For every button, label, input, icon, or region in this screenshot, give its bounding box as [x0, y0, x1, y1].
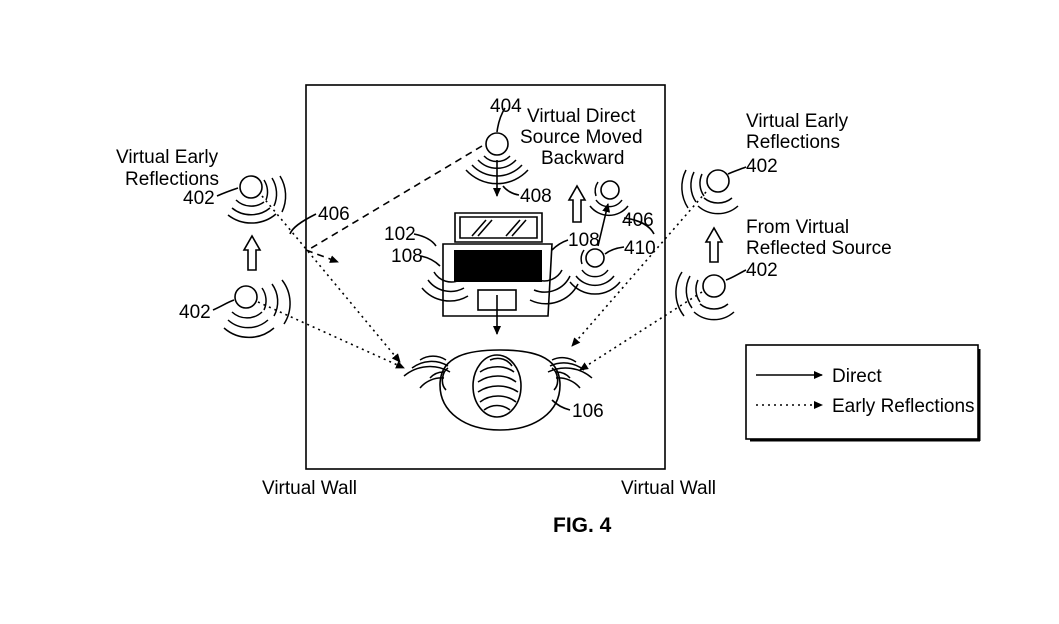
- legend-direct-label: Direct: [832, 366, 882, 387]
- reflected-source-original-icon: [585, 248, 605, 268]
- move-up-arrow-right: [704, 226, 724, 263]
- ref-406-left: 406: [318, 204, 350, 225]
- early-reflection-source-left-bottom-icon: [234, 285, 258, 309]
- ref-108-right: 108: [568, 230, 600, 251]
- early-reflection-source-left-top-icon: [239, 175, 263, 199]
- ref-406-right: 406: [622, 210, 654, 231]
- ref-102: 102: [384, 224, 416, 245]
- ref-402-left-top: 402: [183, 188, 215, 209]
- ref-402-right-top: 402: [746, 156, 778, 177]
- ref-404: 404: [490, 96, 522, 117]
- reflection-path-left-bottom: [257, 301, 405, 369]
- label-virtual-direct-3: Backward: [541, 148, 624, 169]
- label-virtual-wall-right: Virtual Wall: [621, 478, 716, 499]
- virtual-direct-path: [307, 145, 483, 251]
- reflection-path-right-top: [571, 191, 707, 347]
- move-up-arrow-center: [567, 184, 587, 223]
- reflection-path-right-bottom: [579, 291, 703, 371]
- legend: Direct Early Reflections: [745, 344, 981, 442]
- label-virtual-early-right-2: Reflections: [746, 132, 840, 153]
- reflected-source-moved-icon: [600, 180, 620, 200]
- label-from-virtual-2: Reflected Source: [746, 238, 892, 259]
- label-virtual-direct-2: Source Moved: [520, 127, 643, 148]
- ref-108-left: 108: [391, 246, 423, 267]
- ref-106: 106: [572, 401, 604, 422]
- label-virtual-wall-left: Virtual Wall: [262, 478, 357, 499]
- label-virtual-early-right-1: Virtual Early: [746, 111, 849, 132]
- virtual-direct-source-icon: [485, 132, 509, 156]
- label-virtual-early-left-1: Virtual Early: [116, 147, 219, 168]
- figure-caption: FIG. 4: [553, 514, 612, 537]
- early-reflection-source-right-top-icon: [706, 169, 730, 193]
- move-up-arrow-left: [242, 234, 262, 271]
- ref-402-right-bottom: 402: [746, 260, 778, 281]
- ref-408: 408: [520, 186, 552, 207]
- ref-402-left-bottom: 402: [179, 302, 211, 323]
- listener-head-icon: [439, 349, 561, 431]
- leader-lines: [212, 107, 747, 411]
- move-arrow-reflected: [597, 203, 611, 247]
- label-virtual-direct-1: Virtual Direct: [527, 106, 636, 127]
- virtual-room: [305, 84, 666, 470]
- ref-410: 410: [624, 238, 656, 259]
- legend-early-label: Early Reflections: [832, 396, 975, 417]
- label-virtual-early-left-2: Reflections: [125, 169, 219, 190]
- early-reflection-source-right-bottom-icon: [702, 274, 726, 298]
- label-from-virtual-1: From Virtual: [746, 217, 849, 238]
